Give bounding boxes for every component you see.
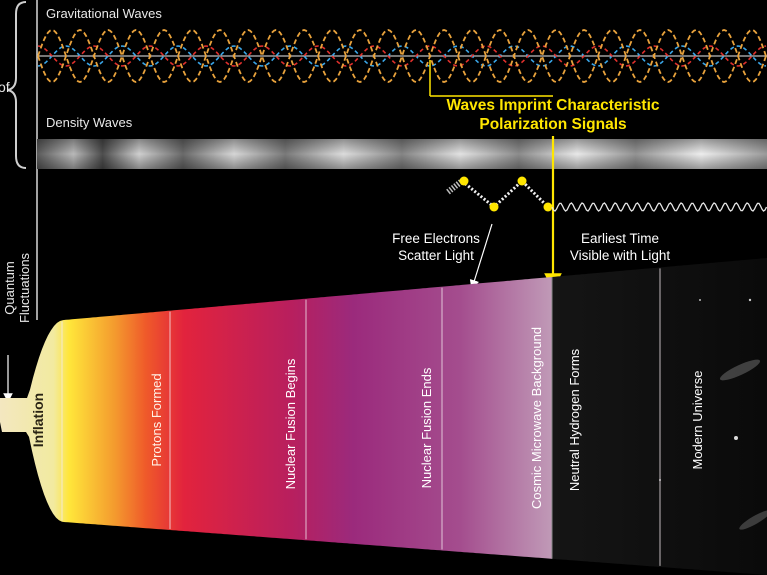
era-labels: Inflation Protons Formed Nuclear Fusion …	[30, 327, 705, 509]
electron-dot-2	[489, 202, 499, 212]
galaxy-1	[719, 359, 761, 381]
left-bracket	[7, 1, 27, 169]
earliest-time-label-line2: Visible with Light	[570, 248, 671, 263]
star-2	[699, 299, 701, 301]
era-label-cosmic-microwave-background: Cosmic Microwave Background	[529, 327, 544, 509]
gravitational-waves-label: Gravitational Waves	[46, 6, 162, 21]
imprint-label-line2: Polarization Signals	[479, 116, 626, 133]
era-label-protons-formed: Protons Formed	[149, 373, 164, 466]
imprint-label-line1: Waves Imprint Characteristic	[446, 97, 659, 114]
era-label-modern-universe: Modern Universe	[690, 371, 705, 470]
era-dividers	[61, 268, 661, 566]
era-label-neutral-hydrogen-forms: Neutral Hydrogen Forms	[567, 348, 582, 491]
galaxy-2	[739, 510, 767, 530]
cosmic-history-cone	[0, 258, 767, 575]
gravitational-wave-blue	[37, 45, 767, 67]
star-4	[748, 298, 752, 302]
photon-scatter-path	[446, 176, 767, 212]
gravitational-wave-orange-a	[37, 29, 767, 83]
quantum-label-line2: Fluctuations	[17, 252, 32, 323]
density-waves-label: Density Waves	[46, 115, 133, 130]
quantum-label-line1: Quantum	[2, 261, 17, 314]
star-1	[734, 436, 738, 440]
free-electrons-arrow	[469, 223, 493, 290]
electron-dot-1	[459, 176, 469, 186]
free-photon-wave	[551, 202, 767, 212]
gravitational-wave-traces	[37, 29, 767, 83]
density-wave-band-shade	[37, 139, 767, 169]
electron-dot-4	[543, 202, 553, 212]
earliest-time-label-line1: Earliest Time	[581, 231, 659, 246]
scatter-zigzag	[461, 178, 550, 209]
era-label-nuclear-fusion-ends: Nuclear Fusion Ends	[419, 367, 434, 488]
gravitational-wave-red	[37, 45, 767, 67]
gravitational-wave-orange-b	[37, 29, 767, 83]
free-electrons-label-line1: Free Electrons	[392, 231, 480, 246]
bracket-fragment-label: of	[0, 79, 10, 95]
era-label-inflation: Inflation	[30, 393, 46, 447]
era-label-nuclear-fusion-begins: Nuclear Fusion Begins	[283, 358, 298, 489]
free-electrons-label-line2: Scatter Light	[398, 248, 474, 263]
electron-dot-3	[517, 176, 527, 186]
